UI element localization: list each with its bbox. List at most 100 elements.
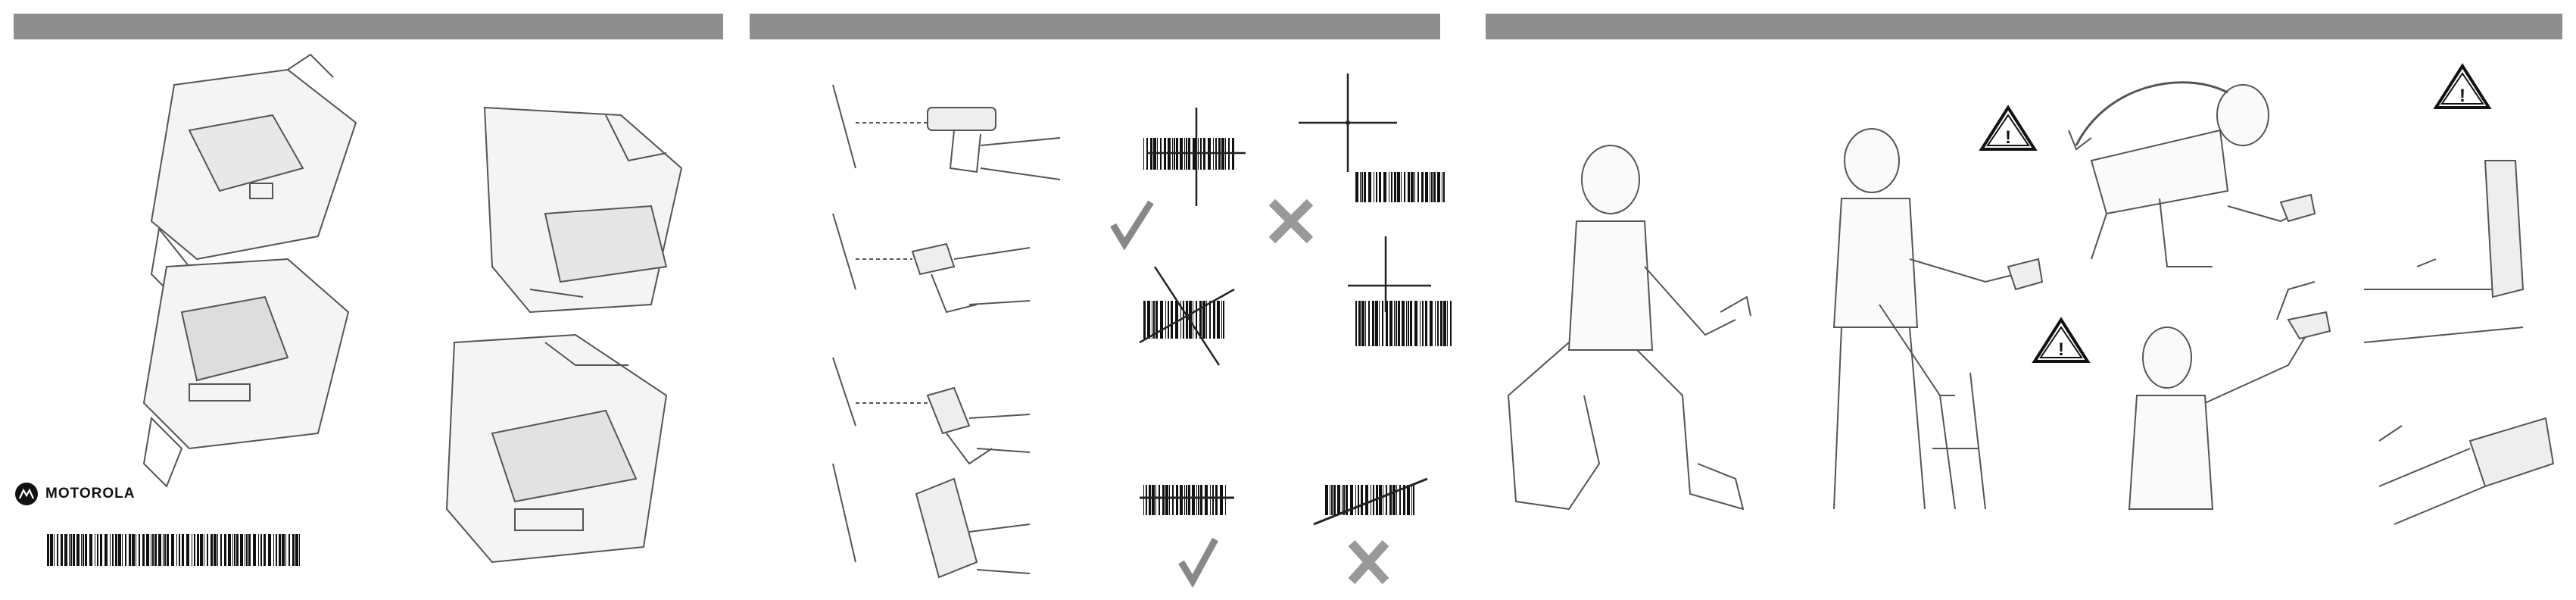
incorrect-x-icon — [1272, 202, 1310, 240]
barcode-bar — [146, 534, 149, 566]
barcode-bar — [1425, 172, 1428, 202]
barcode-bar — [1172, 485, 1174, 515]
barcode-bar — [132, 534, 135, 566]
barcode-bar — [1153, 301, 1155, 339]
barcode-bar — [1180, 485, 1183, 515]
barcode-bar — [1225, 485, 1226, 515]
barcode-bar — [1149, 485, 1151, 515]
barcode-bar — [1360, 172, 1361, 202]
barcode-bar — [54, 534, 55, 566]
barcode-bar — [246, 534, 248, 566]
barcode-bar — [1342, 485, 1343, 515]
barcode-bar — [1200, 485, 1202, 515]
barcode-bar — [1431, 172, 1433, 202]
barcode-bar — [1337, 485, 1340, 515]
barcode-bar — [1196, 301, 1197, 339]
barcode-bar — [89, 534, 92, 566]
barcode-bar — [1375, 301, 1378, 346]
barcode-bar — [129, 534, 131, 566]
barcode-bar — [276, 534, 277, 566]
barcode-bar — [1437, 301, 1439, 346]
guide-line-4 — [833, 464, 856, 562]
barcode-bar — [1206, 301, 1207, 339]
hand-scanner-2 — [912, 244, 1030, 312]
barcode-bar — [1147, 301, 1150, 339]
barcode-bar — [112, 534, 114, 566]
barcode-bar — [194, 534, 195, 566]
barcode-bar — [1443, 172, 1445, 202]
barcode-bar — [1165, 485, 1168, 515]
barcode-bar — [61, 534, 63, 566]
scan-example-diagonal-line — [1314, 479, 1427, 524]
barcode-bar — [236, 534, 239, 566]
barcode-bar — [1433, 172, 1436, 202]
barcode-bar — [211, 534, 213, 566]
barcode-bar — [232, 534, 233, 566]
product-barcode — [0, 39, 727, 600]
barcode-bar — [253, 534, 256, 566]
barcode-bar — [50, 534, 53, 566]
warning-triangle-icon: ! — [2035, 320, 2088, 361]
barcode-bar — [164, 534, 166, 566]
barcode-bar — [1186, 301, 1188, 339]
barcode-bar — [1422, 301, 1424, 346]
hand-scanner-4 — [916, 479, 1030, 577]
barcode-bar — [1196, 485, 1197, 515]
barcode-bar — [1213, 301, 1215, 339]
barcode-bar — [1410, 301, 1412, 346]
barcode-bar — [260, 534, 262, 566]
barcode-bar — [1160, 301, 1163, 339]
barcode-bar — [1143, 485, 1144, 515]
barcode-bar — [1355, 301, 1357, 346]
barcode-bar — [1143, 301, 1146, 339]
barcode-bar — [234, 534, 235, 566]
barcode-bar — [1413, 485, 1414, 515]
barcode-bar — [1417, 172, 1419, 202]
svg-text:!: ! — [2058, 339, 2064, 360]
barcode-bar — [85, 534, 87, 566]
barcode-bar — [1186, 485, 1187, 515]
barcode-bar — [292, 534, 295, 566]
barcode-bar — [1333, 485, 1336, 515]
barcode-bar — [1404, 172, 1405, 202]
barcode-bar — [1379, 485, 1382, 515]
barcode-bar — [81, 534, 82, 566]
barcode-bar — [273, 534, 274, 566]
barcode-bar — [1146, 485, 1147, 515]
barcode-bar — [1205, 485, 1208, 515]
ergonomic-illustrations: ! ! ! — [1486, 39, 2562, 600]
barcode-bar — [125, 534, 126, 566]
barcode-bar — [1386, 485, 1387, 515]
barcode-bar — [104, 534, 108, 566]
barcode-bar — [1198, 485, 1199, 515]
barcode-bar — [1355, 485, 1356, 515]
barcode-bar — [1401, 172, 1402, 202]
battery-installation-panel: MOTOROLA — [0, 39, 727, 600]
barcode-bar — [1152, 485, 1155, 515]
figure-bending — [2069, 83, 2315, 267]
barcode-bar — [1199, 301, 1202, 339]
guide-line-1 — [833, 85, 856, 168]
scan-example-off-target-aim — [1299, 73, 1445, 202]
barcode-bar — [70, 534, 72, 566]
barcode-bar — [1394, 172, 1396, 202]
barcode-bar — [47, 534, 49, 566]
barcode-bar — [1389, 301, 1392, 346]
barcode-bar — [64, 534, 67, 566]
barcode-bar — [1435, 301, 1436, 346]
barcode-bar — [171, 534, 174, 566]
barcode-bar — [179, 534, 180, 566]
barcode-bar — [1368, 301, 1370, 346]
barcode-bar — [1192, 485, 1195, 515]
barcode-bar — [1325, 485, 1328, 515]
barcode-bar — [163, 534, 164, 566]
barcode-bar — [282, 534, 285, 566]
barcode-bar — [100, 534, 102, 566]
barcode-bar — [1209, 301, 1211, 339]
barcode-bar — [1402, 301, 1405, 346]
svg-text:!: ! — [2005, 127, 2011, 148]
barcode-bar — [154, 534, 157, 566]
barcode-bar — [200, 534, 203, 566]
barcode-bar — [1355, 172, 1358, 202]
barcode-bar — [248, 534, 251, 566]
